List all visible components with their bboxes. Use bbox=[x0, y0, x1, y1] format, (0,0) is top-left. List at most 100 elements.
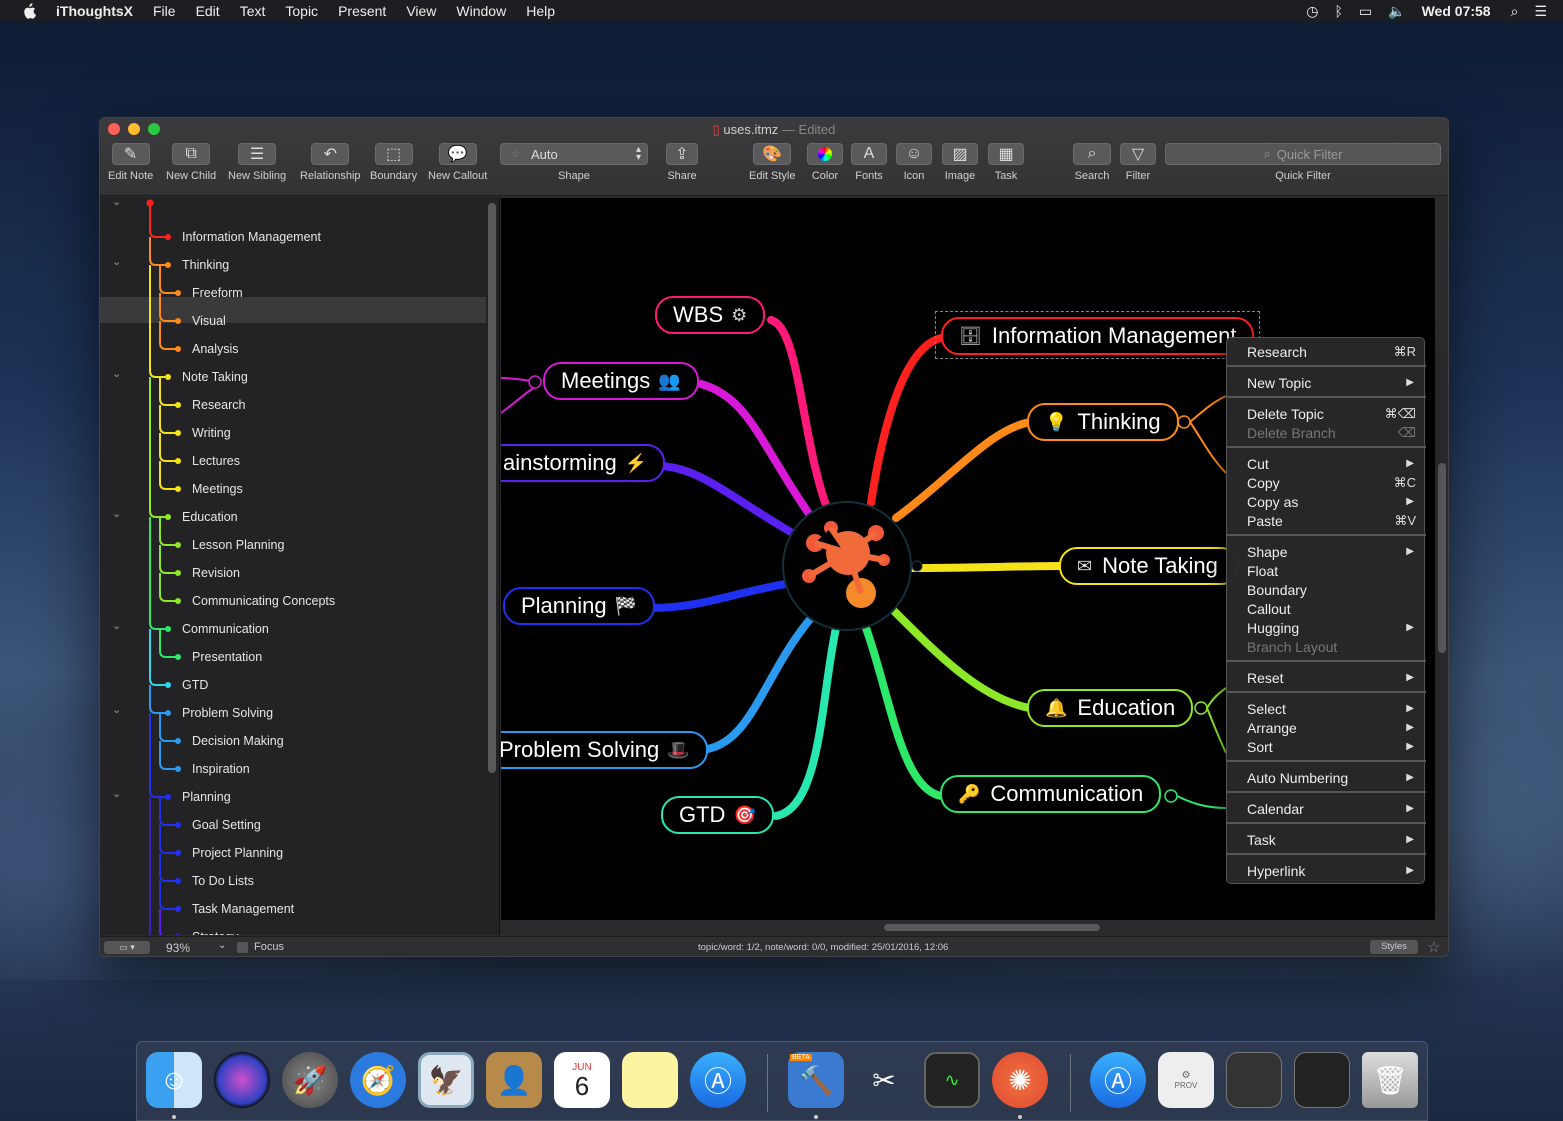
minimize-window-button[interactable] bbox=[128, 123, 140, 135]
filter-tool[interactable]: ▽ Filter bbox=[1120, 143, 1156, 182]
outline-row[interactable]: Goal Setting bbox=[192, 811, 261, 839]
outline-row[interactable]: Inspiration bbox=[192, 755, 250, 783]
outline-row[interactable]: Task Management bbox=[192, 895, 294, 923]
new-child-tool[interactable]: ⧉ New Child bbox=[166, 143, 216, 182]
window-thumbnail-icon[interactable] bbox=[1294, 1052, 1350, 1108]
notification-center-icon[interactable]: ☰ bbox=[1534, 2, 1547, 19]
menu-topic[interactable]: Topic bbox=[285, 3, 319, 19]
menu-item-hugging[interactable]: Hugging▶ bbox=[1227, 618, 1426, 637]
outline-row[interactable]: Meetings bbox=[192, 475, 243, 503]
finder-icon[interactable]: ☺ bbox=[146, 1052, 202, 1108]
menu-item-arrange[interactable]: Arrange▶ bbox=[1227, 718, 1426, 737]
menu-item-auto-numbering[interactable]: Auto Numbering▶ bbox=[1227, 768, 1426, 787]
edit-note-icon[interactable]: ✎ bbox=[111, 143, 150, 165]
menu-item-new-topic[interactable]: New Topic▶ bbox=[1227, 373, 1426, 392]
boundary-tool[interactable]: ⬚ Boundary bbox=[370, 143, 417, 182]
mail-stamp-icon[interactable]: 🦅 bbox=[418, 1052, 474, 1108]
contacts-book-icon[interactable]: 👤 bbox=[486, 1052, 542, 1108]
outline-row[interactable]: Revision bbox=[192, 559, 240, 587]
edit-style-tool[interactable]: 🎨 Edit Style bbox=[749, 143, 795, 182]
relationship-tool[interactable]: ↶ Relationship bbox=[300, 143, 361, 182]
menu-item-paste[interactable]: Paste⌘V bbox=[1227, 511, 1426, 530]
shape-tool[interactable]: ☆ Auto ▴▾ Shape bbox=[500, 143, 648, 182]
image-icon[interactable]: ▨ bbox=[942, 143, 978, 165]
airplay-display-icon[interactable]: ▭ bbox=[1358, 2, 1373, 19]
quick-filter-input[interactable]: ⌕ Quick Filter bbox=[1165, 143, 1441, 165]
menu-item-cut[interactable]: Cut▶ bbox=[1227, 454, 1426, 473]
node-wbs[interactable]: WBS ⚙ bbox=[655, 296, 766, 334]
color-wheel-icon[interactable] bbox=[807, 143, 843, 165]
disclosure-chevron-icon[interactable]: ⌄ bbox=[112, 256, 122, 268]
smiley-icon[interactable]: ☺ bbox=[896, 143, 932, 165]
color-tool[interactable]: Color bbox=[807, 143, 843, 182]
new-callout-icon[interactable]: 💬 bbox=[438, 143, 477, 165]
boundary-icon[interactable]: ⬚ bbox=[374, 143, 413, 165]
outline-row[interactable]: Planning bbox=[182, 783, 231, 811]
disclosure-chevron-icon[interactable]: ⌄ bbox=[112, 368, 122, 380]
fonts-tool[interactable]: A Fonts bbox=[851, 143, 887, 182]
menu-item-calendar[interactable]: Calendar▶ bbox=[1227, 799, 1426, 818]
menu-item-boundary[interactable]: Boundary bbox=[1227, 580, 1426, 599]
menu-help[interactable]: Help bbox=[526, 3, 555, 19]
node-education[interactable]: 🔔 Education bbox=[1027, 689, 1194, 727]
new-sibling-icon[interactable]: ☰ bbox=[238, 143, 277, 165]
menu-item-research[interactable]: Research⌘R bbox=[1227, 342, 1426, 361]
disclosure-chevron-icon[interactable]: ⌄ bbox=[112, 197, 122, 208]
calendar-app-icon[interactable]: JUN 6 bbox=[554, 1052, 610, 1108]
task-tool[interactable]: ▦ Task bbox=[988, 143, 1024, 182]
node-brainstorming[interactable]: ainstorming ⚡ bbox=[501, 444, 666, 482]
menu-item-hyperlink[interactable]: Hyperlink▶ bbox=[1227, 861, 1426, 880]
outline-row[interactable]: Writing bbox=[192, 419, 231, 447]
palette-icon[interactable]: 🎨 bbox=[753, 143, 792, 165]
node-thinking[interactable]: 💡 Thinking bbox=[1027, 403, 1179, 441]
search-tool[interactable]: ⌕ Search bbox=[1073, 143, 1111, 182]
new-callout-tool[interactable]: 💬 New Callout bbox=[428, 143, 487, 182]
activity-monitor-icon[interactable]: ∿ bbox=[924, 1052, 980, 1108]
share-tool[interactable]: ⇪ Share bbox=[666, 143, 698, 182]
calendar-grid-icon[interactable]: ▦ bbox=[988, 143, 1024, 165]
menu-window[interactable]: Window bbox=[456, 3, 507, 19]
menu-edit[interactable]: Edit bbox=[195, 3, 220, 19]
outline-row[interactable]: Decision Making bbox=[192, 727, 284, 755]
menu-item-copy[interactable]: Copy⌘C bbox=[1227, 473, 1426, 492]
menu-app-name[interactable]: iThoughtsX bbox=[56, 3, 133, 19]
disclosure-chevron-icon[interactable]: ⌄ bbox=[112, 508, 122, 520]
menu-view[interactable]: View bbox=[406, 3, 437, 19]
zoom-window-button[interactable] bbox=[148, 123, 160, 135]
instruments-icon[interactable]: ✂ bbox=[872, 1064, 896, 1096]
menu-item-float[interactable]: Float bbox=[1227, 561, 1426, 580]
shape-select[interactable]: ☆ Auto ▴▾ bbox=[500, 143, 648, 165]
outline-row[interactable]: Note Taking bbox=[182, 363, 248, 391]
outline-row[interactable]: Lesson Planning bbox=[192, 531, 284, 559]
canvas-vertical-scrollbar[interactable] bbox=[1438, 463, 1446, 653]
menu-item-copy-as[interactable]: Copy as▶ bbox=[1227, 492, 1426, 511]
outline-row[interactable]: Communicating Concepts bbox=[192, 587, 335, 615]
ithoughtsx-icon[interactable]: ✺ bbox=[992, 1052, 1048, 1108]
xcode-beta-icon[interactable]: 🔨BETA bbox=[788, 1052, 844, 1108]
outline-row[interactable]: GTD bbox=[182, 671, 208, 699]
menu-item-callout[interactable]: Callout bbox=[1227, 599, 1426, 618]
disclosure-chevron-icon[interactable]: ⌄ bbox=[112, 788, 122, 800]
new-child-icon[interactable]: ⧉ bbox=[172, 143, 211, 165]
outline-row[interactable]: Communication bbox=[182, 615, 269, 643]
node-information-management[interactable]: 🗄 Information Management bbox=[941, 317, 1255, 355]
safari-compass-icon[interactable]: 🧭 bbox=[350, 1052, 406, 1108]
outline-row[interactable]: To Do Lists bbox=[192, 867, 254, 895]
menu-item-select[interactable]: Select▶ bbox=[1227, 699, 1426, 718]
styles-button[interactable]: Styles bbox=[1370, 940, 1418, 954]
node-communication[interactable]: 🔑 Communication bbox=[940, 775, 1162, 813]
search-icon[interactable]: ⌕ bbox=[1073, 143, 1111, 165]
node-note-taking[interactable]: ✉ Note Taking bbox=[1059, 547, 1239, 585]
menu-clock[interactable]: Wed 07:58 bbox=[1421, 3, 1491, 19]
edit-note-tool[interactable]: ✎ Edit Note bbox=[108, 143, 153, 182]
new-sibling-tool[interactable]: ☰ New Sibling bbox=[228, 143, 286, 182]
canvas-horizontal-scrollbar[interactable] bbox=[884, 924, 1100, 931]
menu-text[interactable]: Text bbox=[239, 3, 266, 19]
icon-tool[interactable]: ☺ Icon bbox=[896, 143, 932, 182]
menu-item-reset[interactable]: Reset▶ bbox=[1227, 668, 1426, 687]
outline-row[interactable]: Strategy bbox=[192, 923, 239, 935]
node-gtd[interactable]: GTD 🎯 bbox=[661, 796, 774, 834]
outline-row[interactable]: Lectures bbox=[192, 447, 240, 475]
outline-row[interactable]: Freeform bbox=[192, 279, 243, 307]
